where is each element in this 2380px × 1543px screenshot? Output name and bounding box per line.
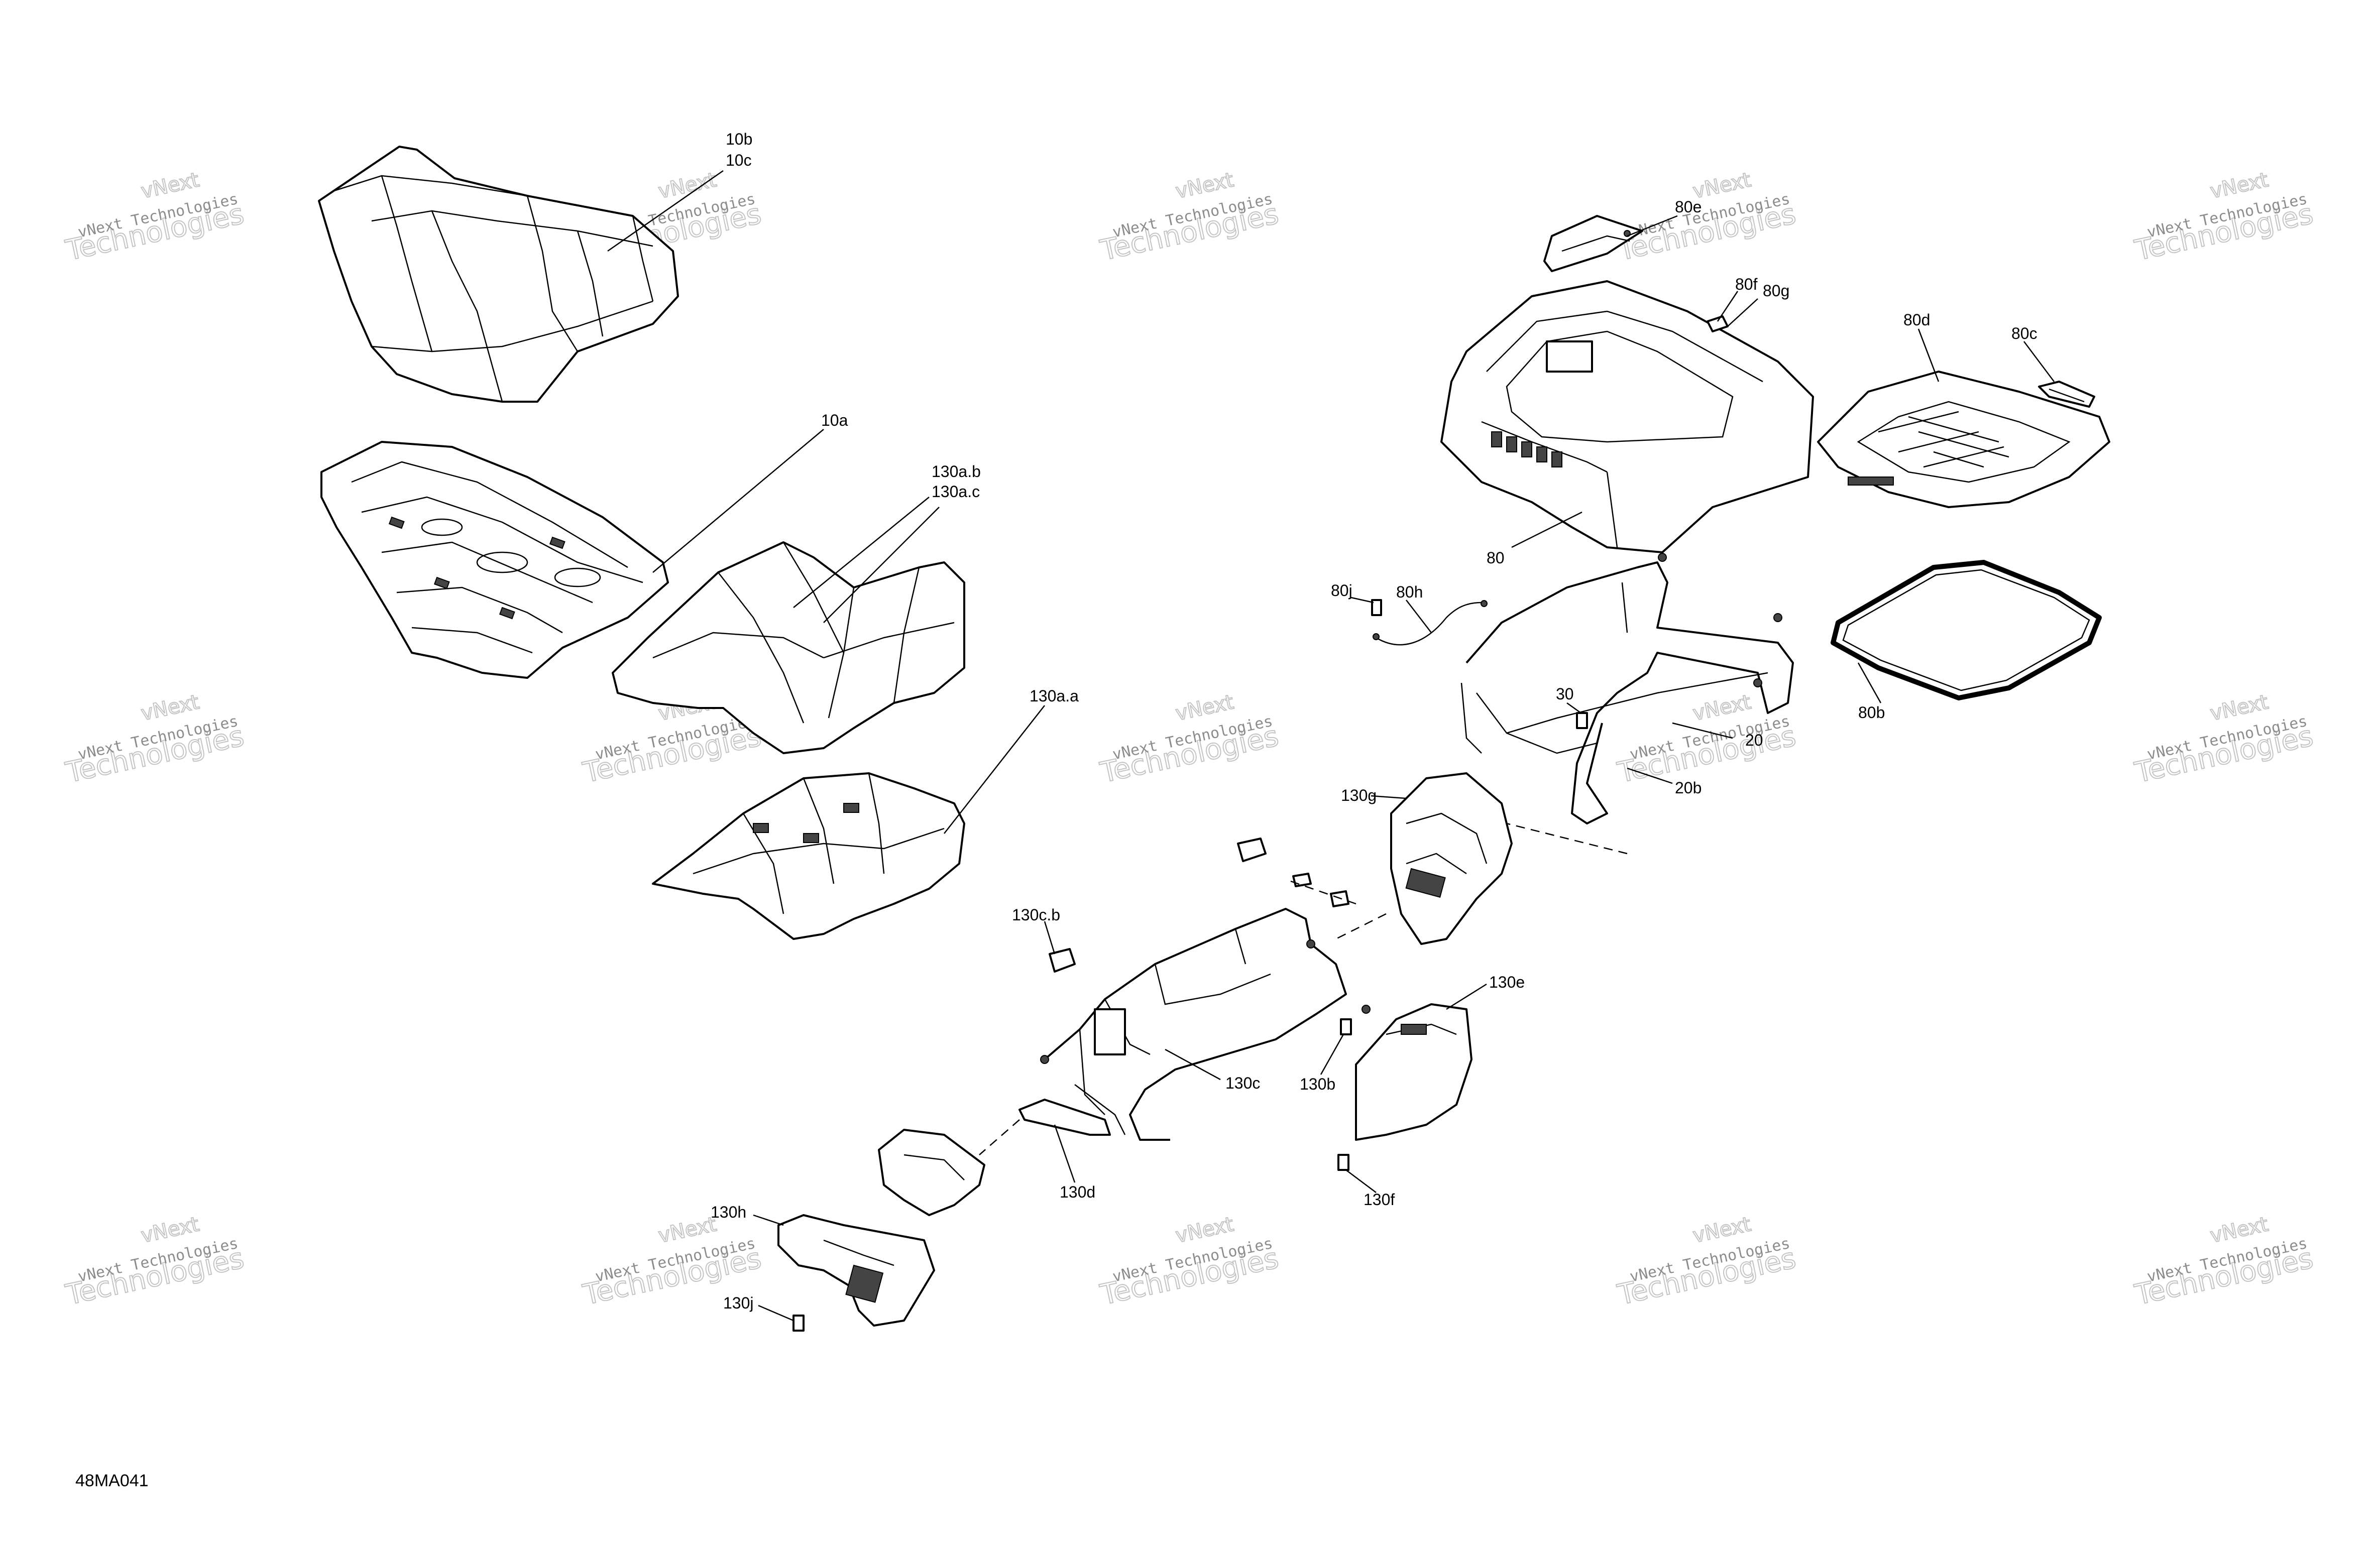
lid-latch-part bbox=[2038, 381, 2095, 408]
passenger-seat-base-part bbox=[652, 772, 965, 940]
screw-80j-part bbox=[1371, 599, 1382, 616]
callout-130aa: 130a.a bbox=[1030, 687, 1079, 705]
callout-130g: 130g bbox=[1341, 786, 1377, 804]
watermark-vnext: vNext bbox=[1174, 1213, 1236, 1247]
watermark-vnext: vNext bbox=[2208, 1213, 2271, 1247]
watermark-vnext: vNext bbox=[139, 690, 201, 725]
latch-plate-part bbox=[1543, 215, 1643, 272]
callout-130j: 130j bbox=[723, 1294, 754, 1312]
handle-part bbox=[777, 1129, 985, 1327]
backrest-part bbox=[1390, 772, 1513, 945]
alignment-line bbox=[1335, 913, 1387, 940]
screw-130j-part bbox=[792, 1315, 805, 1332]
callout-130ac: 130a.c bbox=[932, 483, 980, 501]
callout-80b: 80b bbox=[1858, 703, 1885, 722]
cable-part bbox=[1373, 600, 1488, 646]
callout-130ab: 130a.b bbox=[932, 462, 981, 481]
callout-130h: 130h bbox=[711, 1203, 746, 1221]
callout-80e: 80e bbox=[1675, 198, 1702, 216]
watermark-vnext: vNext bbox=[1691, 1213, 1753, 1247]
callout-labels: 10b 10c 10a 130a.b 130a.c 130a.a 80e 80f… bbox=[711, 130, 2037, 1312]
passenger-seat-cover-part bbox=[612, 541, 965, 754]
alignment-line bbox=[1506, 822, 1628, 855]
callout-80f: 80f bbox=[1735, 275, 1758, 293]
watermark-vnext: vNext bbox=[1174, 168, 1236, 203]
screw-130b-part bbox=[1340, 1018, 1352, 1035]
alignment-line bbox=[1290, 880, 1356, 905]
callout-80c: 80c bbox=[2011, 324, 2037, 342]
callout-80: 80 bbox=[1487, 549, 1505, 567]
seat-base-part bbox=[320, 441, 669, 679]
alignment-line bbox=[979, 1119, 1020, 1155]
gasket-part bbox=[1831, 560, 2102, 700]
callout-130e: 130e bbox=[1489, 973, 1525, 991]
seat-cover-part bbox=[318, 146, 679, 403]
callout-80d: 80d bbox=[1903, 311, 1930, 329]
bushing-130cb-part bbox=[1049, 838, 1349, 973]
callout-130b: 130b bbox=[1300, 1075, 1335, 1093]
callout-20b: 20b bbox=[1675, 779, 1702, 797]
callout-130c: 130c bbox=[1225, 1074, 1260, 1092]
plate-130d-part bbox=[1018, 1099, 1111, 1136]
callout-30: 30 bbox=[1556, 685, 1574, 703]
watermark-vnext: vNext bbox=[1174, 690, 1236, 725]
watermark-vnext: vNext bbox=[1691, 690, 1753, 725]
watermark-vnext: vNext bbox=[656, 168, 719, 203]
callout-20: 20 bbox=[1745, 731, 1763, 749]
seat-support-frame-part bbox=[1040, 908, 1371, 1141]
callout-10b: 10b bbox=[726, 130, 752, 148]
leader-lines bbox=[607, 170, 2055, 1322]
side-cover-part bbox=[1355, 1003, 1472, 1141]
callout-80j: 80j bbox=[1331, 581, 1352, 600]
callout-10a: 10a bbox=[821, 411, 848, 429]
bolt-30-part bbox=[1576, 712, 1588, 729]
watermark-vnext: vNext bbox=[139, 168, 201, 203]
storage-box-part bbox=[1440, 280, 1814, 553]
watermark-vnext: vNext bbox=[2208, 168, 2271, 203]
callout-10c: 10c bbox=[726, 151, 752, 169]
watermark-vnext: vNext bbox=[2208, 690, 2271, 725]
screw-80f-part bbox=[1707, 315, 1729, 332]
watermark-vnext: vNext bbox=[139, 1213, 201, 1247]
diagram-code: 48MA041 bbox=[75, 1471, 149, 1490]
callout-130f: 130f bbox=[1364, 1191, 1395, 1209]
callout-130d: 130d bbox=[1060, 1183, 1095, 1201]
lid-part bbox=[1817, 371, 2110, 508]
callout-130cb: 130c.b bbox=[1012, 906, 1060, 924]
frame-part bbox=[1460, 553, 1794, 824]
screw-130f-part bbox=[1337, 1154, 1349, 1171]
callout-80h: 80h bbox=[1396, 583, 1423, 601]
callout-80g: 80g bbox=[1763, 282, 1789, 300]
watermark-vnext: vNext bbox=[656, 1213, 719, 1247]
